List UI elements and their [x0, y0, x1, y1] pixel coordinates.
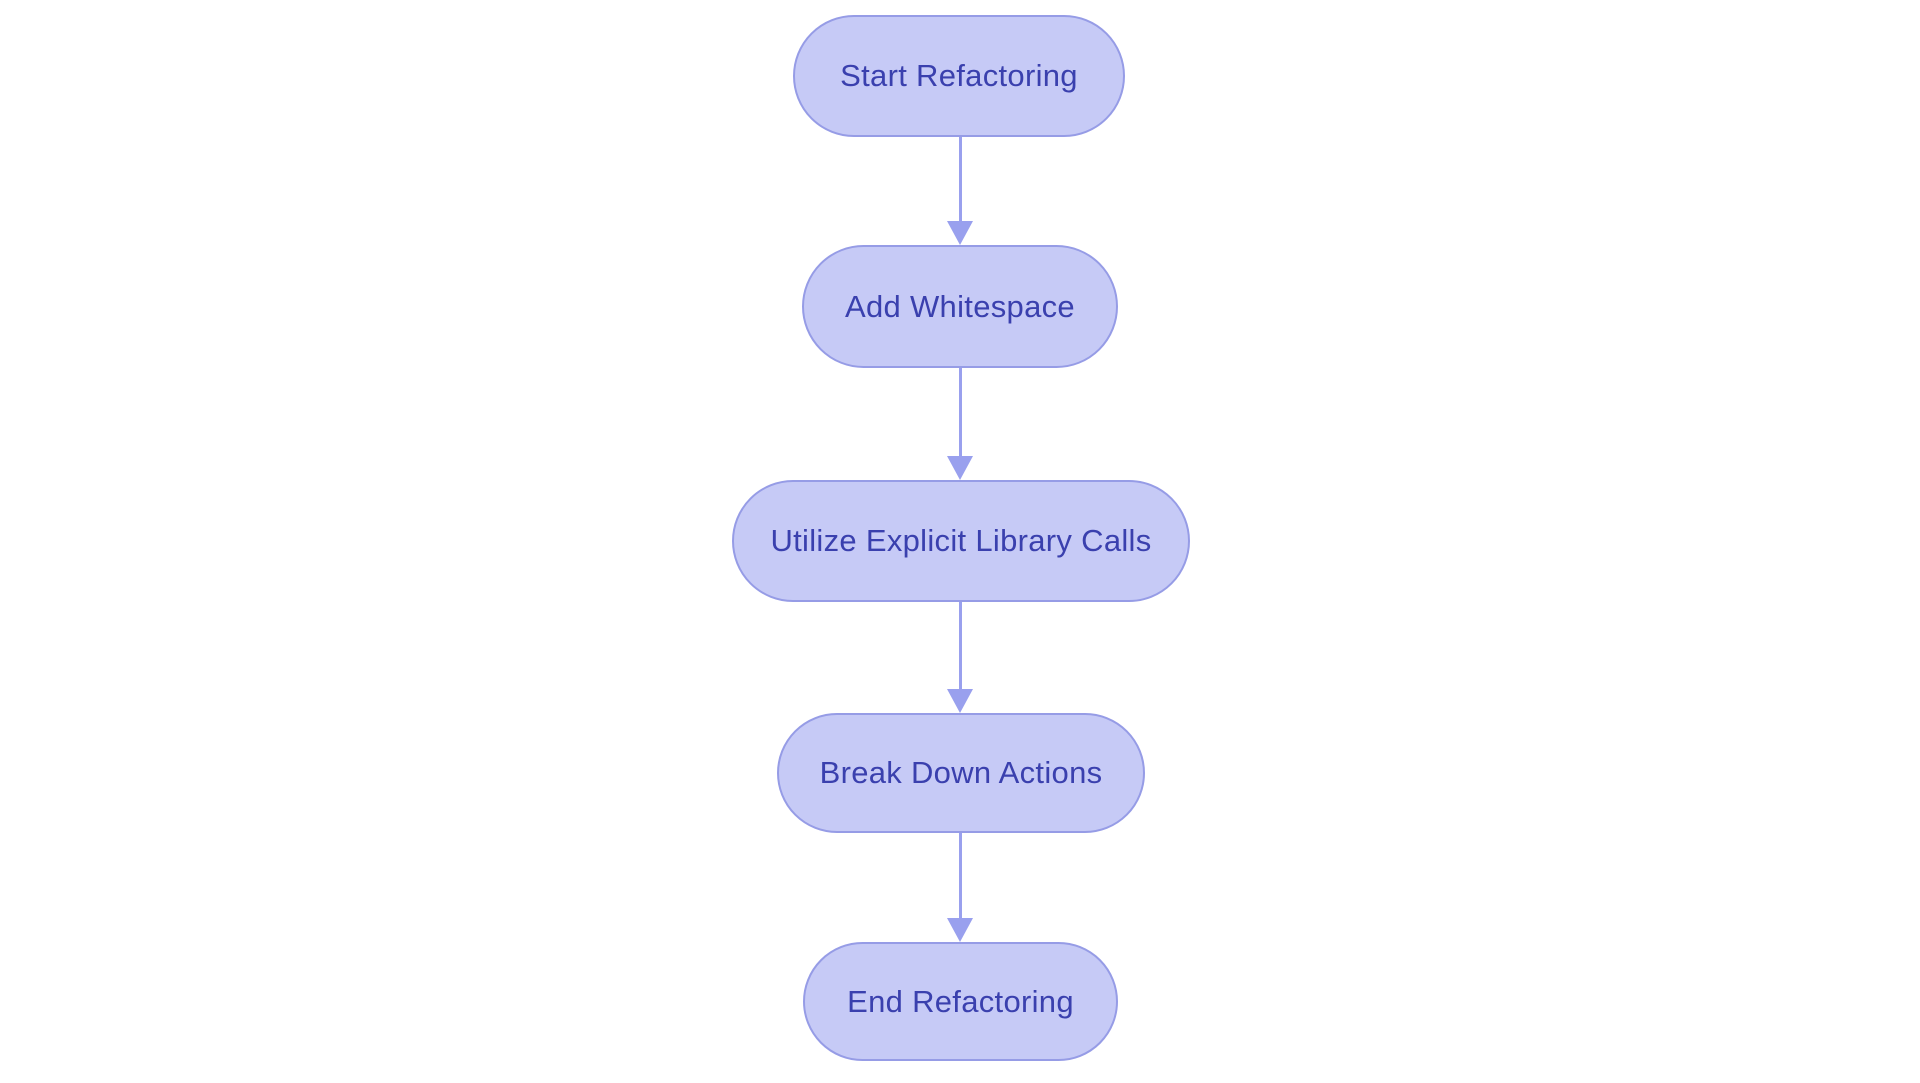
flow-node-break-down-actions: Break Down Actions: [777, 713, 1145, 833]
arrow-line: [958, 833, 962, 918]
flow-node-add-whitespace: Add Whitespace: [802, 245, 1118, 368]
arrow-head-down-icon: [947, 456, 973, 480]
arrow-head-down-icon: [947, 918, 973, 942]
flow-node-utilize-explicit-library-calls: Utilize Explicit Library Calls: [732, 480, 1190, 602]
flow-node-start-refactoring: Start Refactoring: [793, 15, 1125, 137]
arrow-line: [958, 368, 962, 456]
flow-arrow-3: [947, 602, 973, 713]
arrow-head-down-icon: [947, 221, 973, 245]
arrow-head-down-icon: [947, 689, 973, 713]
flow-arrow-1: [947, 137, 973, 245]
flow-node-end-refactoring: End Refactoring: [803, 942, 1118, 1061]
arrow-line: [958, 137, 962, 221]
flow-arrow-4: [947, 833, 973, 942]
arrow-line: [958, 602, 962, 689]
flow-arrow-2: [947, 368, 973, 480]
